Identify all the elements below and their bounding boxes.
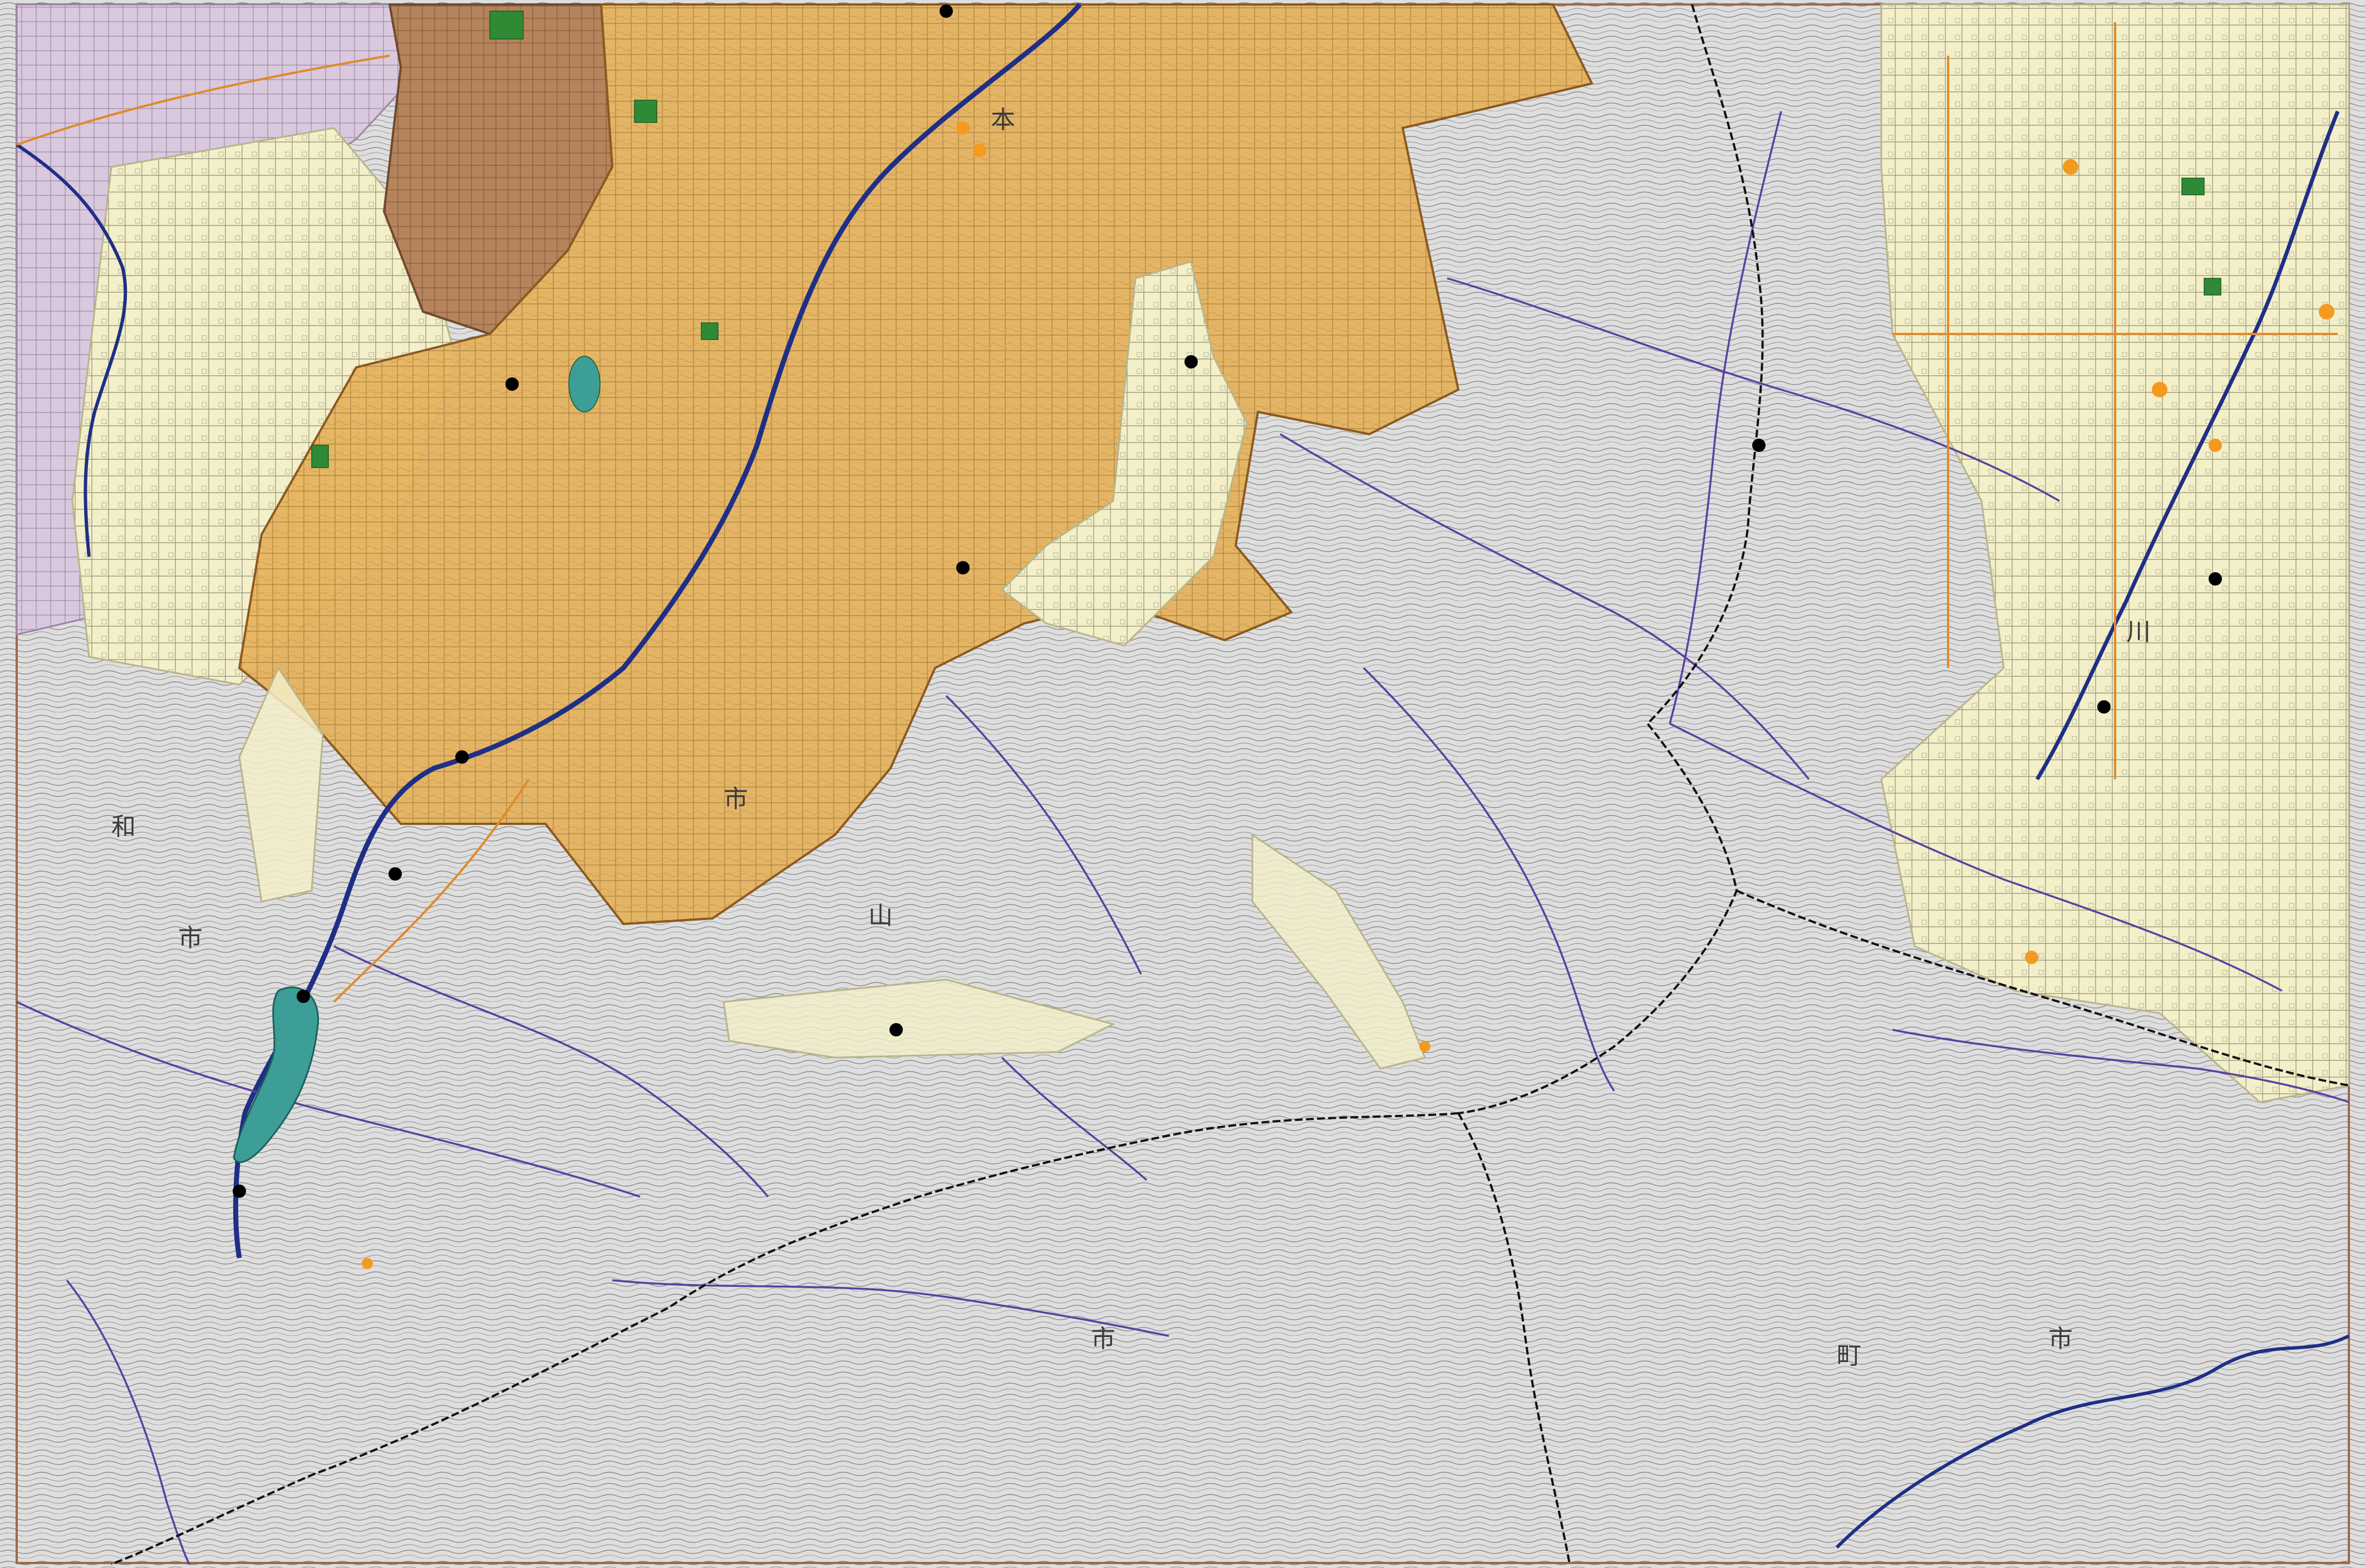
river-main: [233, 3, 1082, 1259]
facility-markers: [362, 121, 2334, 1269]
valley-strip-1: [722, 979, 1116, 1059]
label-n1: 本: [991, 106, 1015, 134]
boundary-lines: [111, 4, 2349, 1565]
label-n6: 市: [2048, 1325, 2073, 1353]
river-southeast: [1835, 1334, 2350, 1549]
label-n7: 川: [2126, 618, 2151, 646]
valley-strip-3: [238, 666, 324, 903]
river-east: [2035, 110, 2340, 780]
label-n3: 和: [111, 813, 136, 841]
label-n9: 市: [1091, 1325, 1115, 1353]
urban-zone-central: [238, 3, 1594, 926]
label-n2: 市: [724, 785, 748, 813]
valley-residential-zone: [1000, 260, 1248, 647]
valley-strip-2: [1251, 833, 1427, 1070]
label-n8: 町: [1837, 1341, 1861, 1370]
road-network: [16, 22, 2338, 1003]
landmark-points: [233, 4, 2222, 1198]
reservoir-icon[interactable]: [233, 986, 319, 1163]
label-n5: 山: [868, 902, 893, 930]
park-patches: [311, 11, 2221, 468]
river-west: [16, 143, 127, 557]
stream-network: [16, 111, 2349, 1565]
label-n4: 市: [178, 924, 203, 952]
